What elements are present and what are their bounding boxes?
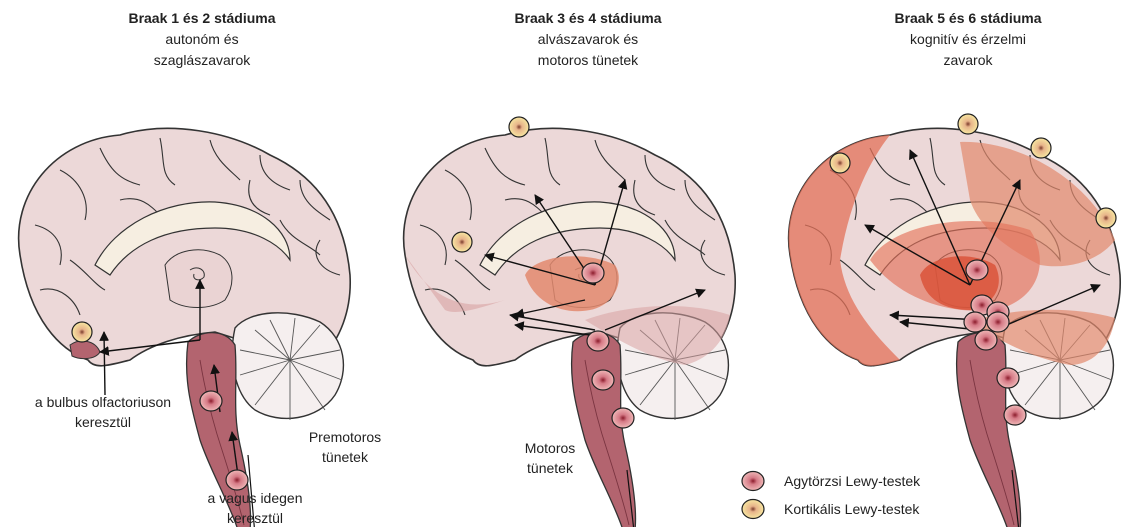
cortical-lewy-body	[1031, 138, 1051, 158]
brainstem-lewy-body	[964, 312, 986, 332]
vagus-route-label: a vagus idegen keresztül	[170, 488, 340, 528]
brainstem-lewy-body	[1004, 405, 1026, 425]
motor-symptoms-label: Motoros tünetek	[500, 438, 600, 478]
brainstem-lewy-body	[592, 370, 614, 390]
brainstem-lewy-body	[612, 408, 634, 428]
cortical-lewy-body	[958, 114, 978, 134]
brainstem-lewy-body	[997, 368, 1019, 388]
brainstem-lewy-body	[987, 312, 1009, 332]
cortical-lewy-body	[1096, 208, 1116, 228]
cortical-lewy-body-icon	[740, 498, 766, 520]
brainstem-lewy-body	[226, 470, 248, 490]
brainstem-lewy-body-icon	[740, 470, 766, 492]
legend-brainstem: Agytörzsi Lewy-testek	[740, 470, 920, 492]
cortical-lewy-body	[72, 322, 92, 342]
olfactory-route-label: a bulbus olfactoriuson keresztül	[8, 392, 198, 432]
legend-cortical: Kortikális Lewy-testek	[740, 498, 919, 520]
brainstem-lewy-body	[975, 330, 997, 350]
legend-brainstem-label: Agytörzsi Lewy-testek	[784, 473, 920, 489]
premotor-symptoms-label: Premotoros tünetek	[290, 427, 400, 467]
brainstem-lewy-body	[966, 260, 988, 280]
brainstem-lewy-body	[200, 391, 222, 411]
brain-stage-1	[19, 128, 351, 527]
legend-cortical-label: Kortikális Lewy-testek	[784, 501, 919, 517]
brainstem-lewy-body	[582, 263, 604, 283]
brainstem-lewy-body	[587, 331, 609, 351]
cortical-lewy-body	[509, 117, 529, 137]
cortical-lewy-body	[830, 153, 850, 173]
brain-stage-3	[789, 114, 1121, 527]
cortical-lewy-body	[452, 232, 472, 252]
